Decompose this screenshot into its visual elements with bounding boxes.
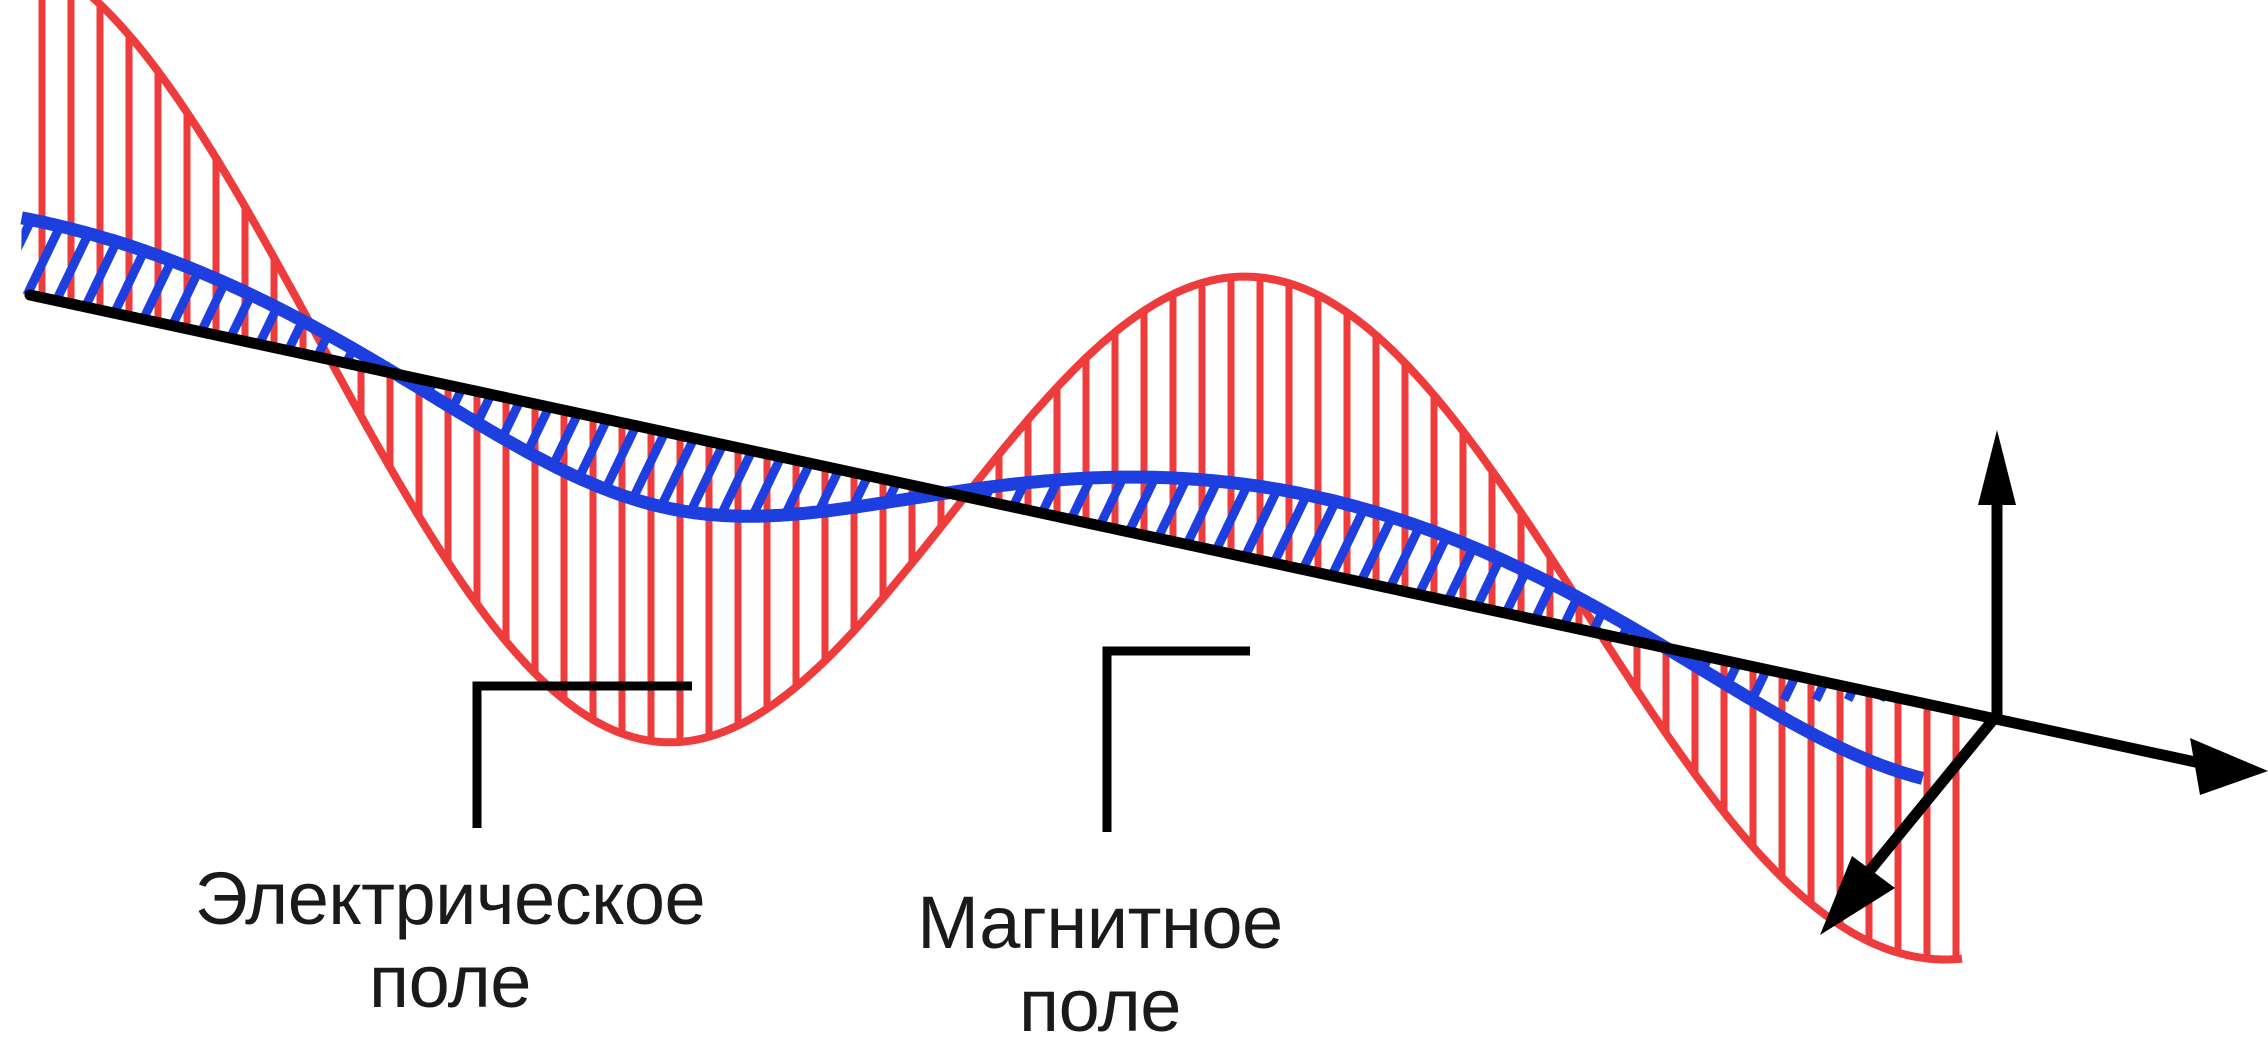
magnetic-field-wave xyxy=(19,160,2268,785)
magnetic-hatch-line xyxy=(2040,160,2268,700)
magnetic-hatch-line xyxy=(1779,217,1925,702)
coordinate-axes xyxy=(1820,430,2016,935)
magnetic-hatch-line xyxy=(1139,217,1409,702)
magnetic-hatch-line xyxy=(467,217,737,702)
magnetic-hatch-line xyxy=(1747,217,1925,702)
diagonal-axis xyxy=(1862,711,2002,878)
magnetic-field-label-line1: Магнитное xyxy=(917,881,1283,964)
magnetic-hatch-line xyxy=(211,217,481,702)
magnetic-hatch-line xyxy=(1427,217,1697,702)
magnetic-hatch-line xyxy=(563,217,833,702)
electric-field-label-line2: поле xyxy=(369,939,531,1023)
magnetic-hatch-line xyxy=(1587,217,1857,702)
diagonal-arrowhead xyxy=(1820,856,1895,935)
magnetic-hatch-line xyxy=(1976,160,2236,700)
vertical-arrowhead xyxy=(1978,430,2016,505)
magnetic-field-hatching xyxy=(21,160,2268,702)
magnetic-hatch-line xyxy=(1203,217,1473,702)
magnetic-hatch-line xyxy=(1107,217,1377,702)
electric-field-outline xyxy=(89,0,1963,964)
magnetic-hatch-line xyxy=(1811,217,1925,702)
electric-label-leader xyxy=(472,681,692,828)
electric-field-label-line1: Электрическое xyxy=(194,857,706,940)
magnetic-hatch-line xyxy=(1075,217,1345,702)
magnetic-hatch-line xyxy=(2008,160,2268,700)
magnetic-hatch-line xyxy=(851,217,1121,702)
magnetic-hatch-line xyxy=(1715,217,1925,702)
magnetic-hatch-line xyxy=(2072,160,2268,700)
magnetic-hatch-line xyxy=(1843,217,1925,702)
magnetic-label-leader xyxy=(1102,646,1250,832)
magnetic-hatch-line xyxy=(1619,217,1889,702)
magnetic-hatch-line xyxy=(21,217,129,702)
magnetic-hatch-line xyxy=(787,217,1057,702)
magnetic-hatch-line xyxy=(1555,217,1825,702)
magnetic-hatch-line xyxy=(1171,217,1441,702)
magnetic-field-outline xyxy=(19,211,1926,785)
magnetic-field-label: Магнитное поле xyxy=(880,881,1320,1048)
magnetic-hatch-line xyxy=(1875,217,1925,702)
magnetic-hatch-line xyxy=(1651,217,1921,702)
magnetic-hatch-line xyxy=(179,217,449,702)
magnetic-hatch-line xyxy=(21,217,97,702)
propagation-axis xyxy=(24,289,2206,769)
magnetic-hatch-line xyxy=(1523,217,1793,702)
electric-field-label: Электрическое поле xyxy=(170,857,730,1024)
magnetic-hatch-line xyxy=(1907,217,1925,702)
magnetic-field-label-line2: поле xyxy=(1019,963,1181,1047)
magnetic-hatch-line xyxy=(1683,217,1925,702)
magnetic-hatch-line xyxy=(1944,160,2204,700)
propagation-arrowhead xyxy=(2190,738,2268,795)
magnetic-hatch-line xyxy=(243,217,513,702)
